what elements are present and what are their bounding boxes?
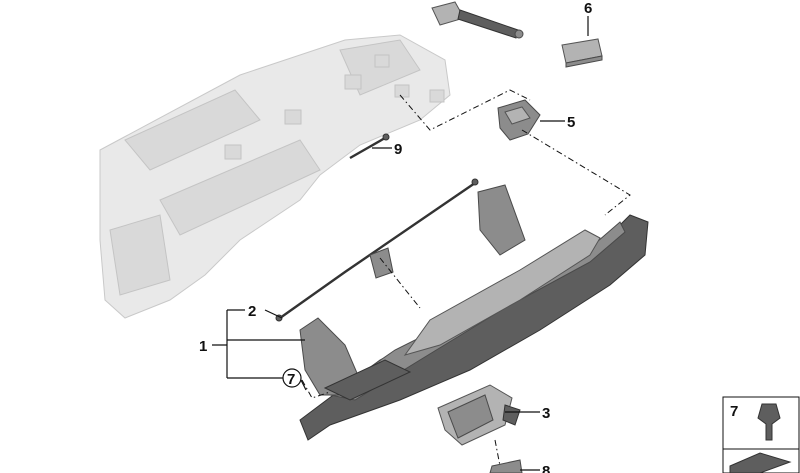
callout-3: 3	[542, 405, 550, 422]
inset-7-bumper	[757, 403, 781, 441]
inset-bottom-part	[729, 452, 792, 473]
callout-9: 9	[394, 141, 402, 158]
callout-8: 8	[542, 463, 550, 473]
guide-lines	[301, 89, 631, 467]
callout-5: 5	[567, 114, 575, 131]
callout-1: 1	[199, 338, 207, 355]
part-6-clip	[561, 38, 603, 68]
leader-1-2-7	[212, 309, 307, 391]
callouts: 6 5 9 2 1 7 3 8	[199, 0, 592, 473]
inset-7-frame	[722, 396, 800, 450]
dashboard-carrier-ghost	[99, 34, 451, 319]
damper-pivot	[431, 1, 524, 39]
callout-7-circle	[282, 368, 302, 388]
side-plate	[299, 317, 412, 401]
inset-part-7: 7	[722, 396, 800, 450]
callout-2: 2	[248, 303, 256, 320]
part-9-bolt	[349, 133, 390, 160]
glovebox-tray	[403, 184, 601, 356]
part-5-bracket	[497, 99, 541, 141]
leader-lines	[212, 16, 589, 471]
inset-bottom	[722, 448, 800, 473]
callout-6: 6	[584, 0, 592, 17]
part-8-bracket	[489, 459, 523, 473]
part-3-latch	[437, 384, 521, 446]
callout-7: 7	[287, 371, 295, 388]
part-2-strap	[275, 178, 479, 322]
inset-7-label: 7	[730, 403, 738, 420]
